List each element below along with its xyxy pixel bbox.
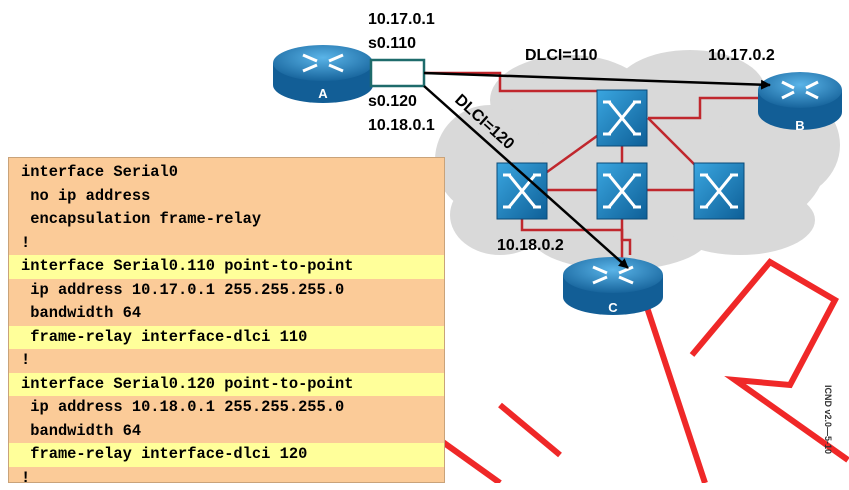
frame-relay-switch-icon [497, 163, 547, 219]
config-line: ! [9, 467, 444, 490]
router-c-ip: 10.18.0.2 [497, 237, 564, 254]
config-line: frame-relay interface-dlci 120 [9, 443, 444, 467]
router-a: A [273, 45, 373, 103]
router-a-ip-120: 10.18.0.1 [368, 117, 435, 134]
config-line: encapsulation frame-relay [9, 208, 444, 232]
config-line: bandwidth 64 [9, 302, 444, 326]
config-line: ! [9, 232, 444, 256]
router-c: C [563, 257, 663, 315]
router-a-ip-110: 10.17.0.1 [368, 11, 435, 28]
router-a-config-panel: interface Serial0 no ip address encapsul… [8, 157, 445, 483]
router-a-interface-box [371, 60, 424, 86]
router-a-label: A [318, 86, 328, 101]
frame-relay-switch-icon [597, 163, 647, 219]
config-line: ! [9, 349, 444, 373]
config-line: ip address 10.18.0.1 255.255.255.0 [9, 396, 444, 420]
router-c-label: C [608, 300, 618, 315]
slide-code: ICND v2.0—5-10 [823, 385, 833, 454]
frame-relay-switch-icon [597, 90, 647, 146]
config-line: frame-relay interface-dlci 110 [9, 326, 444, 350]
config-line: interface Serial0 [9, 161, 444, 185]
config-line: ip address 10.17.0.1 255.255.255.0 [9, 279, 444, 303]
config-line: no ip address [9, 185, 444, 209]
dlci-110-label: DLCI=110 [525, 47, 598, 64]
config-line: interface Serial0.110 point-to-point [9, 255, 444, 279]
router-a-subif-120: s0.120 [368, 93, 417, 110]
router-b-label: B [795, 118, 804, 133]
router-a-subif-110: s0.110 [368, 35, 416, 52]
config-line: bandwidth 64 [9, 420, 444, 444]
router-b-ip: 10.17.0.2 [708, 47, 775, 64]
config-line: interface Serial0.120 point-to-point [9, 373, 444, 397]
frame-relay-switch-icon [694, 163, 744, 219]
router-b: B [758, 72, 842, 133]
